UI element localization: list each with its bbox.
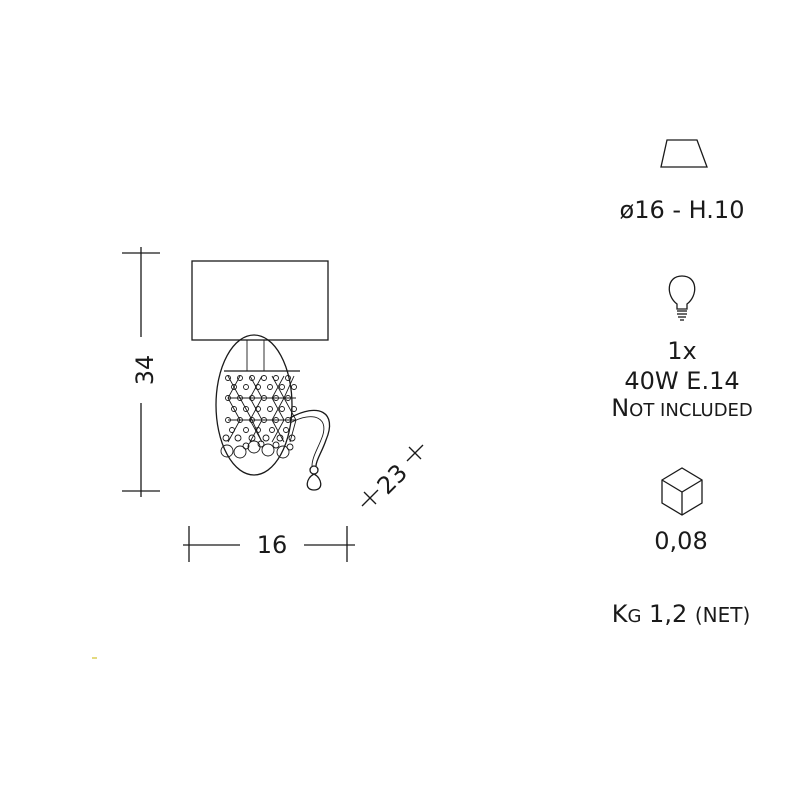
lamp-shade <box>191 260 329 341</box>
lamp-stem <box>246 340 265 371</box>
crystal-chains <box>227 375 297 443</box>
wall-back-plate <box>215 334 293 476</box>
width-dimension: 16 <box>183 526 355 562</box>
depth-dimension-label: 23 <box>372 459 413 500</box>
lamp-arm-inner <box>289 416 325 467</box>
crystal-beads <box>222 375 297 442</box>
lamp-arm <box>289 409 331 467</box>
cube-icon <box>661 467 703 516</box>
spec-volume: 0,08 <box>654 467 708 555</box>
height-dimension: 34 <box>122 247 160 497</box>
bulb-quantity: 1x <box>667 337 696 365</box>
spec-bulb: 1x 40W E.14 NOT INCLUDED <box>611 275 753 422</box>
light-bulb-icon <box>668 275 696 321</box>
arm-pendant-drop <box>306 465 322 491</box>
bulb-not-included-note: NOT INCLUDED <box>611 394 753 422</box>
volume-value: 0,08 <box>654 527 707 555</box>
width-dimension-label: 16 <box>257 531 288 559</box>
lampshade-icon <box>660 139 708 168</box>
shade-dimensions: ø16 - H.10 <box>620 196 745 224</box>
crystal-drops <box>220 440 294 459</box>
depth-dimension: 23 <box>361 444 424 507</box>
spec-shade: ø16 - H.10 <box>620 139 745 224</box>
bulb-power-socket: 40W E.14 <box>624 367 739 395</box>
spec-weight: KG 1,2 (NET) <box>612 600 751 628</box>
wall-lamp-drawing <box>191 260 331 491</box>
height-dimension-label: 34 <box>131 355 159 386</box>
weight-value: KG 1,2 (NET) <box>612 600 751 628</box>
